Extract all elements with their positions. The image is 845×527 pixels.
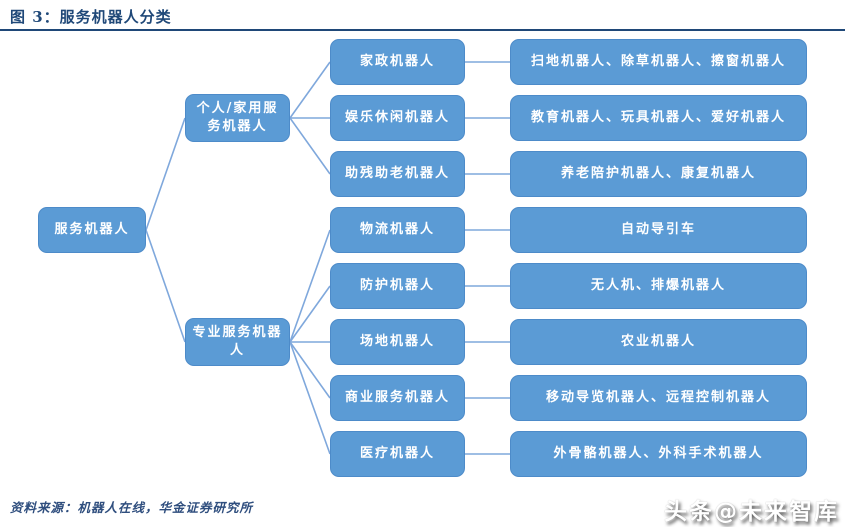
group-node: 专业服务机器人 (185, 318, 290, 366)
examples-node: 农业机器人 (510, 319, 807, 365)
examples-node: 养老陪护机器人、康复机器人 (510, 151, 807, 197)
category-node: 助残助老机器人 (330, 151, 465, 197)
examples-node: 无人机、排爆机器人 (510, 263, 807, 309)
category-node: 娱乐休闲机器人 (330, 95, 465, 141)
examples-node: 教育机器人、玩具机器人、爱好机器人 (510, 95, 807, 141)
examples-node: 移动导览机器人、远程控制机器人 (510, 375, 807, 421)
category-node: 防护机器人 (330, 263, 465, 309)
category-node: 医疗机器人 (330, 431, 465, 477)
source-note: 资料来源：机器人在线，华金证券研究所 (10, 500, 254, 515)
category-node: 家政机器人 (330, 39, 465, 85)
title-underline (0, 29, 845, 31)
examples-node: 外骨骼机器人、外科手术机器人 (510, 431, 807, 477)
examples-node: 自动导引车 (510, 207, 807, 253)
group-node: 个人/家用服务机器人 (185, 94, 290, 142)
watermark: 头条@未来智库 (664, 499, 839, 525)
category-node: 场地机器人 (330, 319, 465, 365)
examples-node: 扫地机器人、除草机器人、擦窗机器人 (510, 39, 807, 85)
root-node: 服务机器人 (38, 207, 146, 253)
page-title: 图 3：服务机器人分类 (10, 8, 172, 26)
category-node: 物流机器人 (330, 207, 465, 253)
category-node: 商业服务机器人 (330, 375, 465, 421)
